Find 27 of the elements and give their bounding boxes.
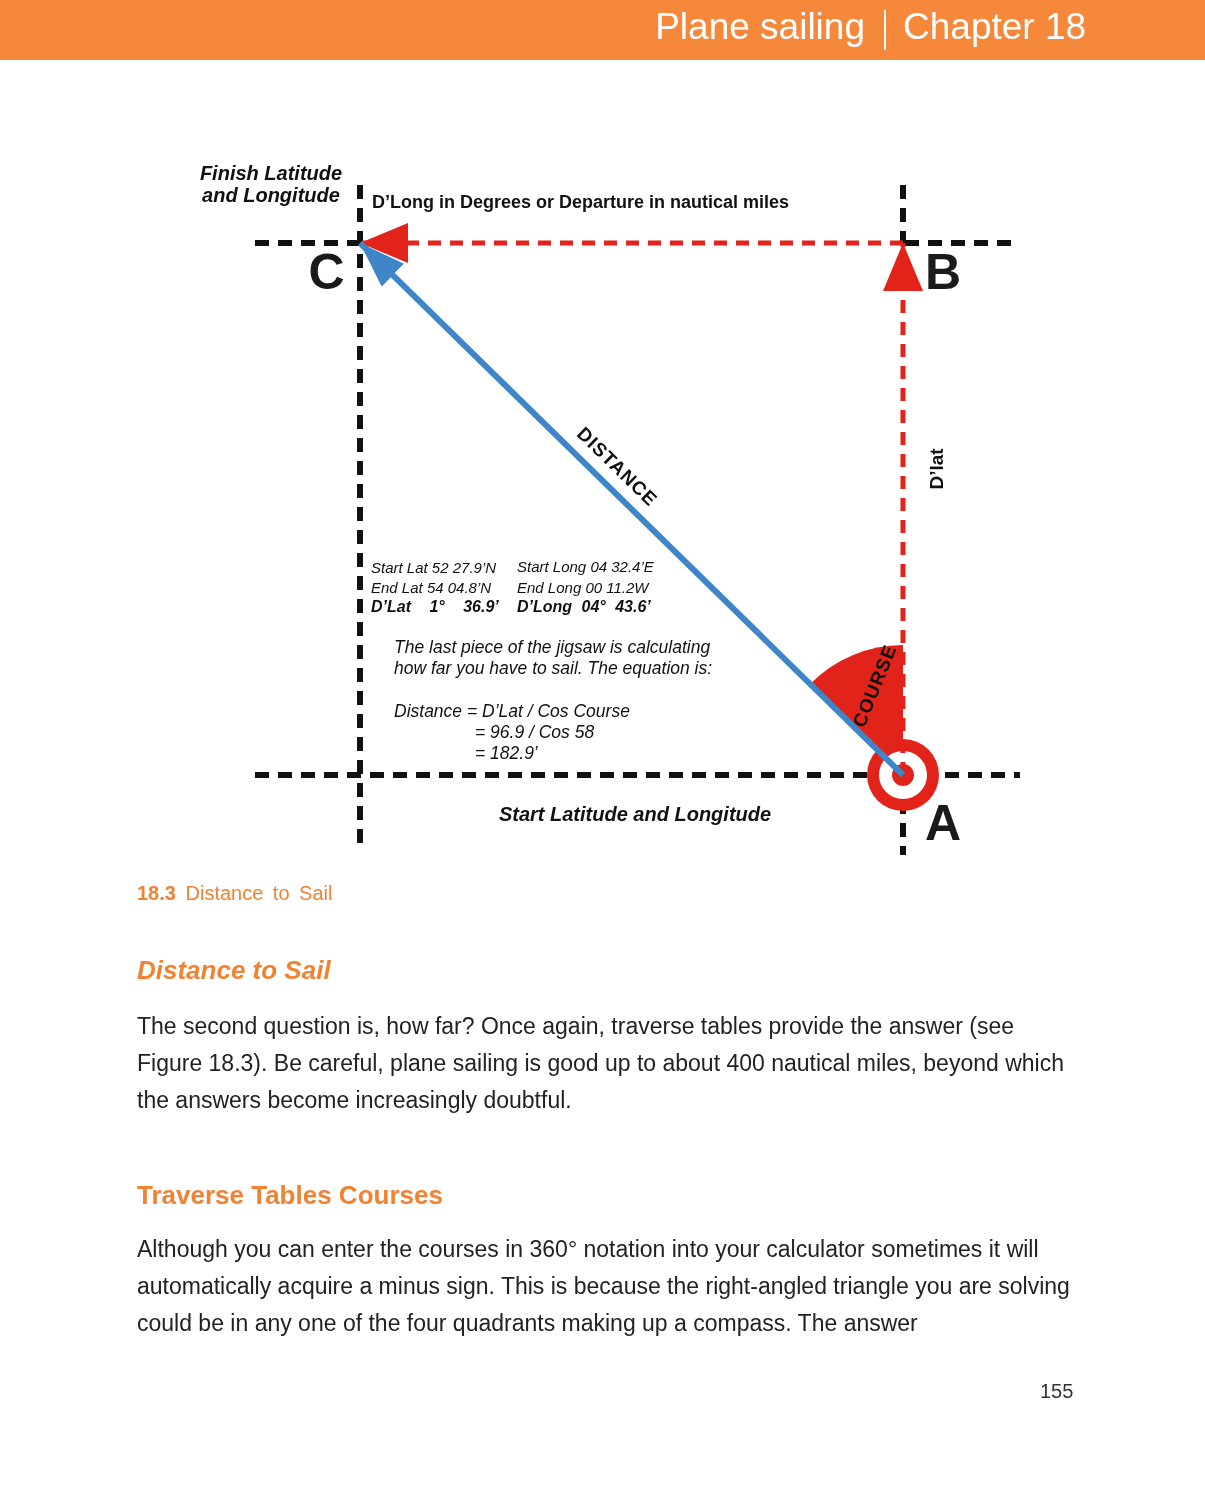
header-title: Plane sailing xyxy=(654,6,865,48)
section-heading: Traverse Tables Courses xyxy=(137,1180,443,1211)
arrow xyxy=(357,240,906,778)
body-paragraph: Although you can enter the courses in 360° notation into your calculator sometimes it will automatically acquire a minus sign. This is because the right-angled triangle you are solving could be in any one of the four quadrants making up a compass. The answer xyxy=(137,1235,1071,1338)
point-caption: Start Latitude and Longitude xyxy=(497,803,773,826)
page-number: 155 xyxy=(1040,1380,1074,1403)
equation-text: = 182.9’ xyxy=(475,743,538,764)
equation-text: Distance = D’Lat / Cos Course xyxy=(394,701,630,722)
table-text: D’Lat 1° 36.9’ xyxy=(371,598,499,616)
arrow xyxy=(360,223,903,263)
edge-label: D’Long in Degrees or Departure in nautical miles xyxy=(372,192,790,213)
point-letter: A xyxy=(924,797,962,848)
table-text: End Lat 54 04.8’N xyxy=(371,579,492,596)
body-paragraph: The second question is, how far? Once again, traverse tables provide the answer (see Figure 18.3). Be careful, plane sailing is good up to about 400 nautical miles, beyond which the answers become increasingly doubtful. xyxy=(137,1012,1065,1115)
table-text: Start Lat 52 27.9’N xyxy=(371,559,497,576)
point-letter: B xyxy=(924,247,962,297)
section-heading: Distance to Sail xyxy=(137,955,331,986)
edge-label: D’lat xyxy=(926,447,948,492)
figure-caption: 18.3 Distance to Sail xyxy=(137,882,333,905)
table-text: Start Long 04 32.4’E xyxy=(517,558,654,575)
equation-text: = 96.9 / Cos 58 xyxy=(475,722,595,743)
table-text: End Long 00 11.2W xyxy=(517,579,649,596)
point-letter: C xyxy=(308,247,345,297)
chapter-number: Chapter 18 xyxy=(903,6,1087,48)
table-text: D’Long 04° 43.6’ xyxy=(517,598,651,616)
point-caption: Finish Latitude and Longitude xyxy=(198,162,344,206)
note-text: The last piece of the jigsaw is calculating how far you have to sail. The equation is: xyxy=(394,637,714,679)
